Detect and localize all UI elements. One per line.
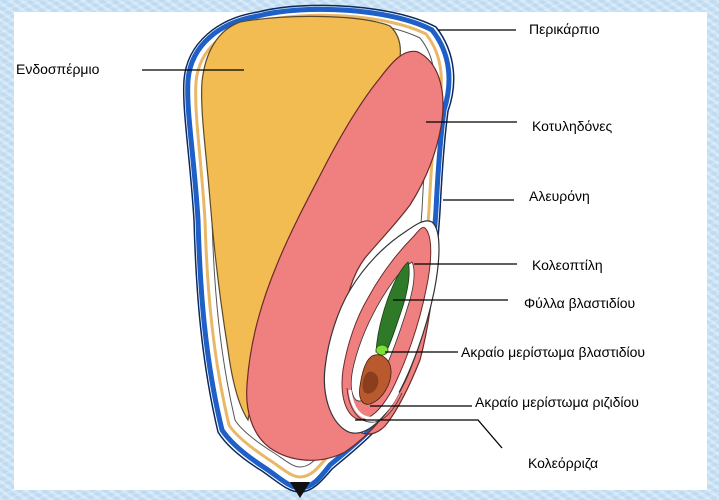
label-aleurone: Αλευρόνη: [529, 188, 590, 204]
label-endosperm: Ενδοσπέρμιο: [16, 61, 99, 77]
label-shoot-apical-meristem: Ακραίο μερίστωμα βλαστιδίου: [461, 344, 645, 360]
label-root-apical-meristem: Ακραίο μερίστωμα ριζιδίου: [475, 394, 639, 410]
label-pericarp: Περικάρπιο: [529, 21, 600, 37]
label-coleoptile: Κολεοπτίλη: [532, 257, 603, 273]
label-cotyledon: Κοτυληδόνες: [532, 118, 612, 134]
shoot-apical-meristem: [376, 345, 388, 355]
label-coleorhiza: Κολεόρριζα: [528, 455, 598, 471]
label-plumule-leaves: Φύλλα βλαστιδίου: [524, 295, 635, 311]
